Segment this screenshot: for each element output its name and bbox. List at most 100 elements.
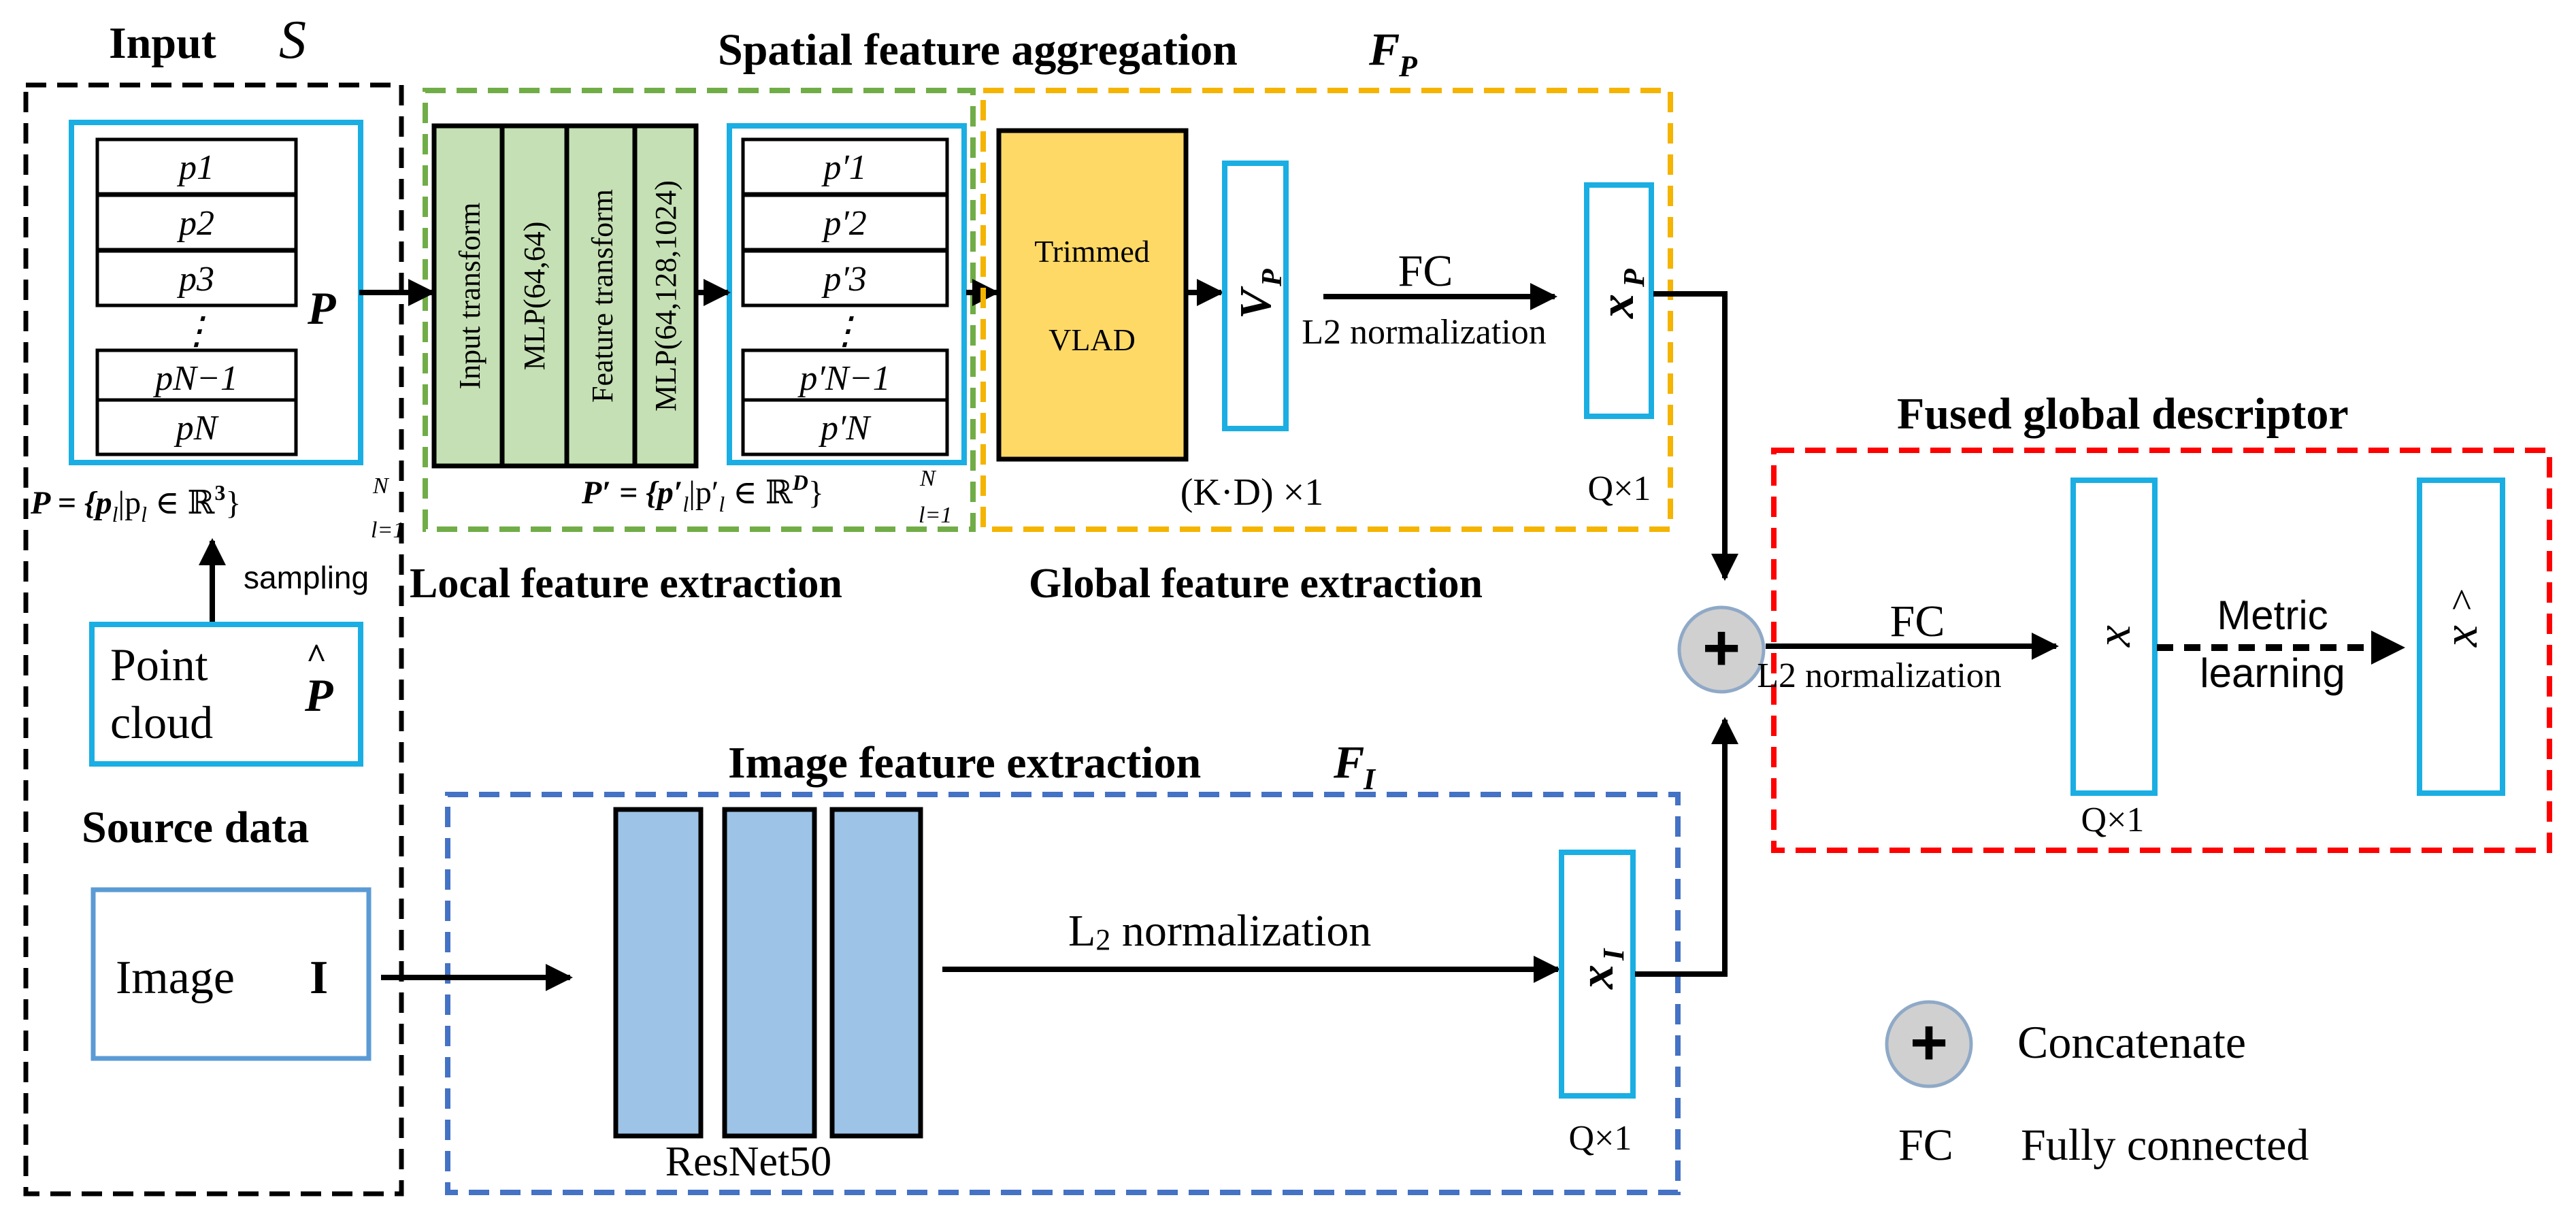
local-def-close: } [808, 475, 824, 511]
image-descriptor-symbol: x [1569, 965, 1623, 990]
fused-descriptor-dashed-box [1771, 448, 2552, 853]
vlad-vector-sub: P [1257, 269, 1288, 287]
mlp-64-128-1024-block [632, 123, 699, 469]
local-feature-title: Local feature extraction [410, 561, 842, 607]
sampling-label: sampling [244, 560, 369, 595]
local-def-exp: D [792, 470, 808, 495]
local-def-rhs: ∈ ℝ [725, 475, 793, 511]
point-descriptor-sub: P [1617, 268, 1651, 288]
point-set-definition: P = {pl|pl ∈ ℝ3} N l=1 [30, 473, 404, 543]
feature-transform-block [564, 123, 638, 469]
image-feature-title: Image feature extraction [728, 738, 1201, 788]
spatial-aggregation-symbol-sub: P [1398, 50, 1418, 83]
point-list-cell [95, 249, 298, 307]
point-list-item: p3 [176, 260, 214, 299]
point-descriptor-symbol: x [1589, 294, 1644, 319]
image-feature-symbol: F [1333, 736, 1364, 788]
trimmed-vlad-label-line2: VLAD [1048, 322, 1136, 357]
point-set-def-l2: l [141, 502, 147, 526]
trimmed-vlad-label-line1: Trimmed [1034, 234, 1150, 269]
legend-plus: + [1910, 1006, 1948, 1079]
legend-fc-full: Fully connected [2021, 1120, 2309, 1170]
point-cloud-label-line1: Point [110, 639, 208, 690]
resnet-block-2 [722, 807, 817, 1139]
fused-descriptor-box [2070, 478, 2158, 796]
point-descriptor-dim-label: Q×1 [1588, 469, 1651, 508]
optimized-descriptor-hat: ^ [2452, 581, 2471, 626]
fused-l2-label: L2 normalization [1757, 656, 2002, 695]
local-def-lhs: P′ = {p′ [581, 475, 682, 511]
point-list-prime-item: p′2 [821, 204, 866, 243]
point-set-def-exp: 3 [214, 480, 225, 505]
local-def-sup: N [919, 466, 937, 491]
global-fc-label: FC [1398, 246, 1453, 296]
image-l2-sub: 2 [1095, 923, 1110, 956]
metric-label-line1: Metric [2217, 592, 2328, 638]
point-list-item: pN [174, 409, 220, 448]
point-cloud-box [89, 622, 363, 767]
resnet-block-3 [829, 807, 923, 1139]
point-list-cell [95, 398, 298, 456]
vlad-vector-box [1222, 161, 1289, 431]
feature-transform-label: Feature transform [586, 189, 619, 403]
spatial-aggregation-symbol: F [1368, 23, 1400, 75]
resnet-label: ResNet50 [665, 1139, 832, 1185]
optimized-descriptor-box [2417, 478, 2505, 796]
point-list: p1 p2 p3 ⋮ pN−1 pN [95, 137, 298, 456]
fused-fc-label: FC [1890, 597, 1945, 646]
point-list-item: ⋮ [178, 310, 216, 352]
resnet-block-1 [613, 807, 704, 1139]
local-def-l2: l [719, 492, 725, 516]
point-list-prime-cell [741, 348, 949, 407]
arrow-xi-to-concat [1635, 717, 1738, 977]
legend-concatenate-label: Concatenate [2017, 1016, 2246, 1068]
local-def-cond: |p′ [689, 475, 719, 511]
point-list-prime-cell [741, 193, 949, 252]
point-list-prime-item: p′3 [821, 260, 866, 299]
vlad-vector-label: V P [1231, 269, 1288, 319]
fused-descriptor-title: Fused global descriptor [1897, 389, 2349, 439]
point-cloud-symbol: P [304, 669, 333, 721]
concatenate-plus: + [1702, 612, 1740, 684]
input-symbol: S [279, 10, 306, 70]
input-transform-label: Input transform [453, 203, 486, 390]
image-box [90, 887, 371, 1061]
point-list-prime-item: p′1 [821, 148, 866, 187]
point-list-prime-cell [741, 137, 949, 196]
point-descriptor-label: x P [1589, 268, 1651, 319]
image-descriptor-box [1559, 850, 1636, 1099]
image-label: Image [116, 952, 235, 1004]
point-cloud-hat: ^ [306, 637, 327, 676]
fused-descriptor-symbol: x [2086, 625, 2141, 648]
point-set-def-cond: |p [118, 485, 142, 521]
point-set-def-sub: l=1 [371, 518, 404, 543]
image-descriptor-sub: I [1597, 948, 1630, 961]
svg-text:P′ = {p′l|p′l ∈ ℝD}: P′ = {p′l|p′l ∈ ℝD} [581, 470, 824, 516]
svg-text:P = {pl|pl ∈ ℝ3}: P = {pl|pl ∈ ℝ3} [30, 480, 241, 526]
point-list-prime-cell [741, 398, 949, 456]
point-list-item: pN−1 [152, 359, 238, 398]
point-list-prime-item: ⋮ [826, 310, 864, 352]
image-symbol: I [310, 952, 328, 1004]
fused-descriptor-label: x [2086, 625, 2141, 648]
point-set-def-close: } [225, 485, 241, 521]
source-data-title: Source data [82, 803, 309, 852]
global-feature-title: Global feature extraction [1029, 561, 1483, 607]
point-list-item: p1 [176, 148, 214, 187]
optimized-descriptor-symbol: x [2433, 625, 2488, 648]
local-feature-dashed-box [423, 88, 976, 532]
point-list-item: p2 [176, 204, 214, 243]
legend-fc-abbr: FC [1898, 1120, 1953, 1170]
vlad-vector-symbol: V [1231, 286, 1281, 319]
concatenate-node [1677, 605, 1766, 694]
image-l2-label: L2 normalization [1068, 906, 1371, 956]
image-l2-suffix: normalization [1110, 906, 1371, 956]
local-def-l1: l [682, 492, 689, 516]
vlad-dim-label: (K·D) ×1 [1180, 471, 1323, 514]
point-descriptor-box [1584, 182, 1654, 419]
point-set-def-l1: l [112, 502, 118, 526]
input-dashed-box [23, 82, 404, 1197]
local-feature-columns: Input transform MLP(64,64) Feature trans… [431, 123, 699, 469]
point-list-cell [95, 348, 298, 407]
image-feature-symbol-sub: I [1363, 763, 1376, 796]
